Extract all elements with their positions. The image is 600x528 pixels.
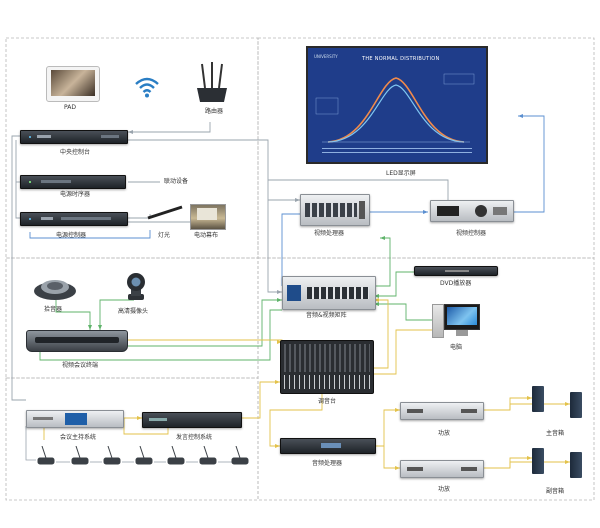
display-section-outline bbox=[257, 37, 595, 259]
lighting-fixture-icon bbox=[147, 205, 183, 220]
video-processor-label: 视频处理器 bbox=[314, 230, 345, 237]
speech-controller-unit bbox=[142, 412, 242, 428]
main-speaker-label: 主音箱 bbox=[546, 430, 565, 437]
computer-monitor-icon bbox=[432, 304, 480, 340]
screen-brand: UNIVERSITY bbox=[314, 54, 338, 59]
video-wires bbox=[29, 115, 545, 286]
omni-mic-icon bbox=[34, 280, 76, 300]
normal-distribution-curve bbox=[315, 73, 475, 153]
projection-screen-label: 电动幕布 bbox=[194, 232, 219, 239]
led-display-screen: UNIVERSITY THE NORMAL DISTRIBUTION bbox=[306, 46, 488, 164]
lighting-label: 灯光 bbox=[158, 232, 171, 239]
delegate-mic-row bbox=[37, 446, 249, 465]
hd-camera-icon bbox=[127, 273, 145, 300]
omni-mic-label: 拾音器 bbox=[44, 306, 63, 313]
speech-controller-label: 发言控制系统 bbox=[176, 434, 213, 441]
video-processor-unit bbox=[300, 194, 370, 226]
pad-label: PAD bbox=[64, 104, 76, 111]
mixer-label: 调音台 bbox=[318, 398, 337, 405]
projection-screen-photo bbox=[190, 204, 226, 230]
audio-section-outline bbox=[257, 257, 595, 501]
video-controller-label: 视频控制器 bbox=[456, 230, 487, 237]
dvd-player-label: DVD播放器 bbox=[440, 280, 472, 287]
video-conference-terminal-label: 视频会议终端 bbox=[62, 362, 99, 369]
audio-processor-unit bbox=[280, 438, 376, 454]
aux-speaker-left-icon bbox=[532, 448, 544, 474]
amplifier-label-1: 功放 bbox=[438, 430, 451, 437]
main-speaker-right-icon bbox=[570, 392, 582, 418]
delegate-mic-icon bbox=[37, 446, 249, 465]
conference-host-unit bbox=[26, 410, 124, 428]
section-outlines bbox=[5, 37, 595, 501]
screen-title: THE NORMAL DISTRIBUTION bbox=[362, 56, 440, 62]
video-conference-terminal-unit bbox=[26, 330, 128, 352]
linked-device-label: 联动设备 bbox=[164, 178, 189, 185]
amplifier-label-2: 功放 bbox=[438, 486, 451, 493]
central-control-unit bbox=[20, 130, 128, 144]
hd-camera-label: 高清摄像头 bbox=[118, 308, 149, 315]
router-icon bbox=[197, 62, 227, 102]
aux-speaker-right-icon bbox=[570, 452, 582, 478]
router-label: 路由器 bbox=[205, 108, 224, 115]
dvd-player-unit bbox=[414, 266, 498, 276]
wifi-icon bbox=[135, 77, 159, 98]
av-matrix-label: 音频&视频矩阵 bbox=[306, 312, 347, 319]
conference-host-label: 会议主持系统 bbox=[60, 434, 97, 441]
amplifier-unit-1 bbox=[400, 402, 484, 420]
amplifier-unit-2 bbox=[400, 460, 484, 478]
central-control-label: 中央控制台 bbox=[60, 149, 91, 156]
mixer-console-unit bbox=[280, 340, 374, 394]
power-controller-label: 电源控制器 bbox=[56, 232, 87, 239]
signal-wires bbox=[39, 237, 432, 361]
led-display-label: LED显示屏 bbox=[386, 170, 416, 177]
aux-speaker-label: 副音箱 bbox=[546, 488, 565, 495]
mic-chain bbox=[25, 426, 232, 463]
av-matrix-unit bbox=[282, 276, 376, 310]
computer-label: 电脑 bbox=[450, 344, 463, 351]
audio-processor-label: 音频处理器 bbox=[312, 460, 343, 467]
power-controller-unit bbox=[20, 212, 128, 226]
arrowheads bbox=[88, 114, 570, 470]
main-speaker-left-icon bbox=[532, 386, 544, 412]
power-sequencer-label: 电源时序器 bbox=[60, 191, 91, 198]
pad-tablet-icon bbox=[46, 66, 100, 102]
power-sequencer-unit bbox=[20, 175, 126, 189]
video-controller-unit bbox=[430, 200, 514, 222]
